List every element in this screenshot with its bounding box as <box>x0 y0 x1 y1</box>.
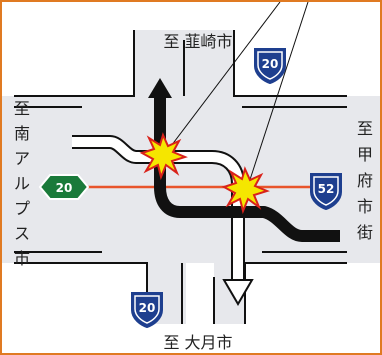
svg-text:府: 府 <box>357 171 373 190</box>
route-shield-icon: 20 <box>254 48 286 85</box>
black-arrow-head <box>148 78 172 98</box>
curb-nw <box>14 30 135 97</box>
svg-text:甲: 甲 <box>357 145 373 164</box>
crash-burst-icon <box>221 166 270 215</box>
route-shield-icon: 20 <box>131 292 163 329</box>
curb-ne <box>233 30 347 97</box>
svg-text:市: 市 <box>357 197 373 216</box>
destination-east: 至 甲 府 市 街 <box>357 119 373 242</box>
destination-south: 至 大月市 <box>163 333 232 352</box>
svg-text:プ: プ <box>14 199 30 218</box>
svg-text:街: 街 <box>357 223 373 242</box>
svg-text:至: 至 <box>357 119 373 138</box>
destination-west: 至 南 ア ル プ ス 市 <box>14 99 30 268</box>
destination-north: 至 韮崎市 <box>163 32 232 51</box>
shield-south-number: 20 <box>139 301 156 315</box>
callout-lines <box>164 2 309 199</box>
svg-text:至: 至 <box>14 99 30 118</box>
route-shield-diamond-icon: 20 <box>38 174 90 200</box>
white-arrow-head <box>222 279 254 306</box>
shield-east-number: 52 <box>318 182 335 196</box>
black-turn-path <box>148 78 340 242</box>
svg-text:ス: ス <box>14 224 30 243</box>
crash-burst-icon <box>139 132 188 181</box>
shield-west-number: 20 <box>56 181 73 195</box>
curb-sw <box>14 262 148 324</box>
route-shield-icon: 52 <box>310 173 342 211</box>
svg-text:ル: ル <box>14 174 30 193</box>
svg-text:ア: ア <box>14 149 30 168</box>
shield-north-number: 20 <box>262 57 279 71</box>
curb-se <box>244 262 347 324</box>
svg-text:南: 南 <box>14 124 30 143</box>
svg-text:市: 市 <box>14 249 30 268</box>
